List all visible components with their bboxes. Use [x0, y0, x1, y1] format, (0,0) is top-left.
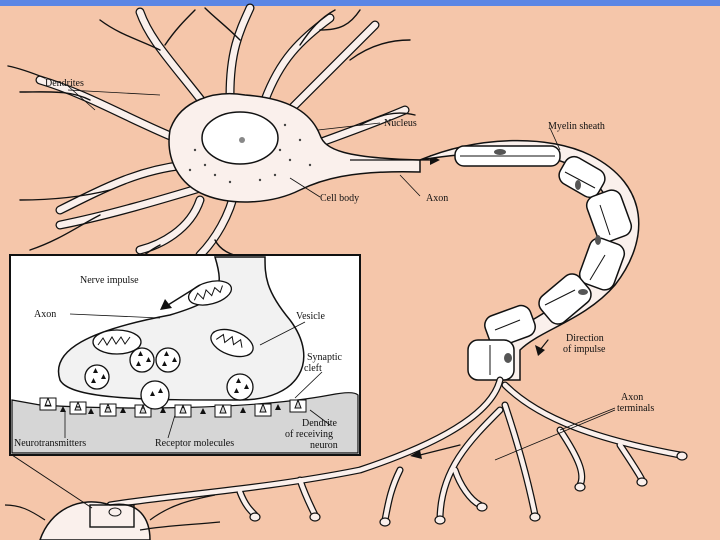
- inset-labels: Nerve impulse Axon Vesicle Synaptic clef…: [14, 275, 343, 451]
- receiving-neuron: [4, 494, 221, 540]
- label-axon-terminals-2: terminals: [617, 403, 654, 414]
- axon-terminals: [106, 339, 688, 527]
- label-cell-body: Cell body: [320, 193, 359, 204]
- synapse-highlight-box: [89, 504, 135, 528]
- cell-body: [168, 93, 440, 203]
- inset-label-neurotransmitters: Neurotransmitters: [14, 438, 86, 449]
- receptor-molecules: [39, 397, 307, 418]
- inset-label-dendrite-3: neuron: [310, 440, 338, 451]
- label-nucleus: Nucleus: [384, 118, 417, 129]
- inset-label-receptor-molecules: Receptor molecules: [155, 438, 234, 449]
- inset-label-cleft: cleft: [304, 363, 322, 374]
- vesicles: [84, 347, 254, 410]
- label-myelin-sheath: Myelin sheath: [548, 121, 605, 132]
- mitochondria: [92, 280, 254, 358]
- label-direction-2: of impulse: [563, 344, 606, 355]
- myelinated-axon: [419, 139, 640, 381]
- label-dendrites: Dendrites: [45, 78, 84, 89]
- terminal-buttons: [249, 451, 688, 527]
- inset-label-dendrite-2: of receiving: [285, 429, 333, 440]
- inset-label-vesicle: Vesicle: [296, 311, 325, 322]
- label-axon-terminals-1: Axon: [621, 392, 643, 403]
- inset-label-synaptic: Synaptic: [307, 352, 343, 363]
- cell-body-granules: [188, 123, 312, 184]
- label-direction-1: Direction: [566, 333, 604, 344]
- inset-label-dendrite-1: Dendrite: [302, 418, 338, 429]
- synapse-inset: [9, 254, 361, 509]
- leader-lines: [67, 85, 616, 461]
- inset-label-nerve-impulse: Nerve impulse: [80, 275, 139, 286]
- presynaptic-terminal: [57, 256, 305, 401]
- label-axon: Axon: [426, 193, 448, 204]
- top-accent-bar: [0, 0, 720, 6]
- main-labels: Dendrites Nucleus Myelin sheath Cell bod…: [45, 78, 654, 414]
- myelin-segments: [454, 145, 633, 381]
- inset-label-axon: Axon: [34, 309, 56, 320]
